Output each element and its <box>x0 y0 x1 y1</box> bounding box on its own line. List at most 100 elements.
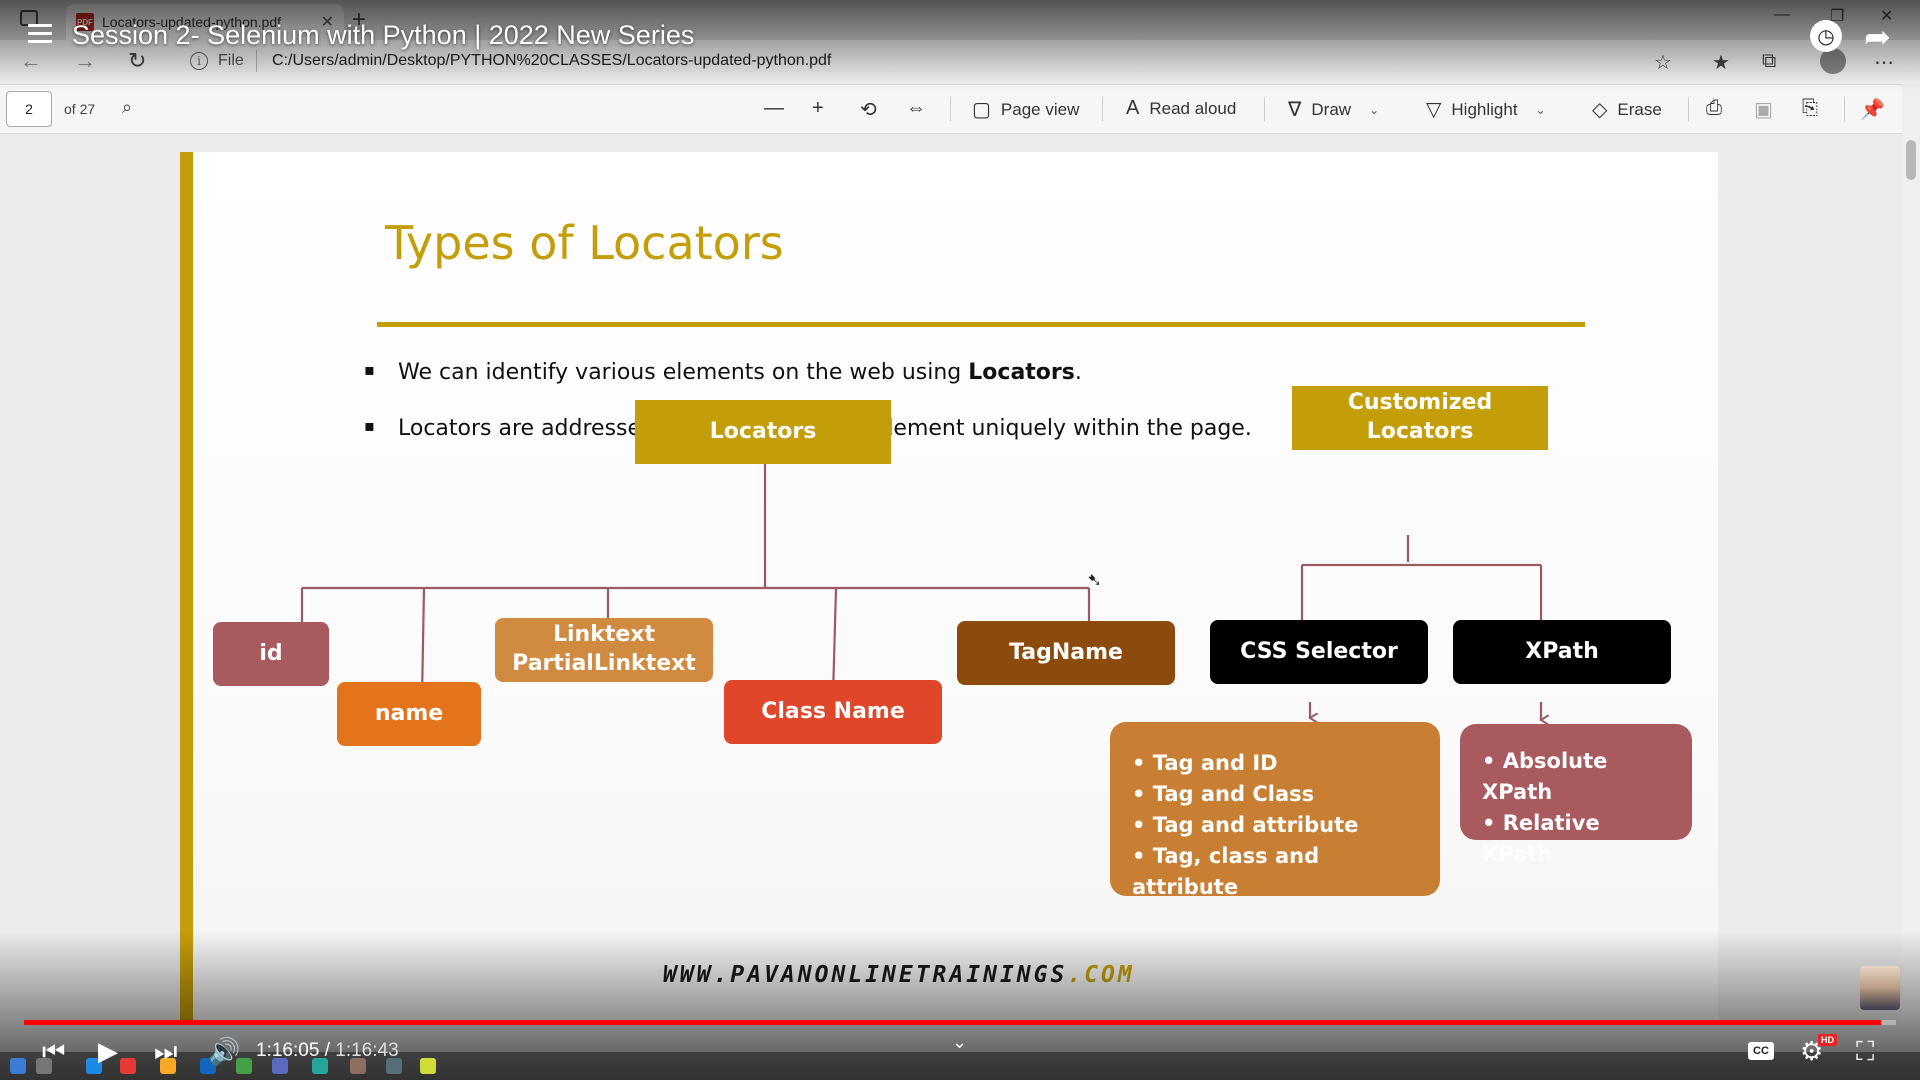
partial-linktext-label: PartialLinktext <box>512 651 696 676</box>
draw-icon: ∇ <box>1288 99 1302 121</box>
page-view-icon: ▢ <box>972 99 991 121</box>
app-icon[interactable] <box>236 1058 252 1074</box>
draw-button[interactable]: ∇ Draw ⌄ <box>1288 97 1379 122</box>
time-separator: / <box>319 1040 336 1061</box>
locators-box: Locators <box>635 400 891 464</box>
zoom-out-button[interactable]: — <box>764 97 784 120</box>
add-favorite-icon[interactable]: ☆ <box>1654 52 1672 74</box>
title-rule <box>377 322 1585 327</box>
rotate-button[interactable]: ⟲ <box>860 97 877 122</box>
current-time: 1:16:05 <box>256 1040 320 1061</box>
play-icon[interactable]: ▶ <box>98 1036 118 1066</box>
footer-brand-suffix: .COM <box>1067 962 1135 988</box>
explorer-app-icon[interactable] <box>160 1058 176 1074</box>
volume-icon[interactable]: 🔊 <box>208 1036 241 1066</box>
diagram-connectors <box>193 462 1731 1022</box>
name-box: name <box>337 682 481 746</box>
read-aloud-icon: A <box>1126 97 1140 119</box>
eraser-icon: ◇ <box>1592 99 1608 121</box>
bullet-text: We can identify various elements on the … <box>398 360 969 385</box>
save-as-icon: ⎘ <box>1802 97 1818 119</box>
zoom-in-button[interactable]: + <box>812 97 824 120</box>
windows-taskbar <box>0 1052 1920 1080</box>
css-list-item: • Tag and Class <box>1132 782 1315 807</box>
bullet-text-end: . <box>1074 360 1082 385</box>
save-button[interactable]: ▣ <box>1754 97 1773 122</box>
minimize-icon[interactable]: — <box>1774 6 1790 23</box>
css-selector-list: • Tag and ID • Tag and Class • Tag and a… <box>1110 722 1440 899</box>
app-icon[interactable] <box>272 1058 288 1074</box>
info-icon[interactable]: i <box>190 52 208 70</box>
video-time: 1:16:05 / 1:16:43 <box>256 1040 399 1062</box>
print-icon: ⎙ <box>1706 97 1722 119</box>
app-icon[interactable] <box>350 1058 366 1074</box>
notepad-app-icon[interactable] <box>420 1058 436 1074</box>
favorites-icon[interactable]: ★ <box>1712 52 1730 74</box>
refresh-icon[interactable]: ↻ <box>128 48 147 73</box>
pycharm-app-icon[interactable] <box>386 1058 402 1074</box>
duration: 1:16:43 <box>335 1040 399 1061</box>
pdf-viewport[interactable]: Types of Locators ▪ We can identify vari… <box>0 134 1920 1024</box>
css-list-item: • Tag and ID <box>1132 751 1278 775</box>
exit-fullscreen-icon[interactable]: ⛶ <box>1856 1036 1875 1066</box>
highlight-button[interactable]: ▽ Highlight ⌄ <box>1426 97 1546 122</box>
video-title[interactable]: Session 2- Selenium with Python | 2022 N… <box>72 20 695 50</box>
video-progress-fill <box>24 1020 1882 1025</box>
page-number-input[interactable]: 2 <box>6 91 52 127</box>
chevron-down-icon[interactable]: ⌄ <box>1535 102 1546 117</box>
search-icon[interactable]: ⌕ <box>122 97 133 117</box>
address-separator <box>256 50 257 72</box>
bullet-item: ▪ We can identify various elements on th… <box>364 360 1082 385</box>
customized-locators-box: Customized Locators <box>1292 386 1548 450</box>
read-aloud-button[interactable]: A Read aloud <box>1126 97 1236 120</box>
share-icon[interactable]: ➦ <box>1864 19 1891 55</box>
watch-later-icon[interactable]: ◷ <box>1810 20 1842 52</box>
url-field[interactable]: C:/Users/admin/Desktop/PYTHON%20CLASSES/… <box>272 52 832 69</box>
css-list-item: • Tag, class and attribute <box>1132 844 1320 900</box>
linktext-box: Linktext PartialLinktext <box>495 618 713 682</box>
fit-width-button[interactable]: ⇔ <box>906 97 926 120</box>
chrome-app-icon[interactable] <box>120 1058 136 1074</box>
erase-button[interactable]: ◇ Erase <box>1592 97 1662 122</box>
start-icon[interactable] <box>10 1058 26 1074</box>
save-as-button[interactable]: ⎘ <box>1802 97 1818 120</box>
highlight-label: Highlight <box>1451 99 1518 119</box>
minus-icon: — <box>764 97 784 119</box>
bullet-marker: ▪ <box>364 360 375 379</box>
xpath-list-item: • Relative XPath <box>1482 811 1600 867</box>
page-total: of 27 <box>64 101 96 117</box>
page-view-button[interactable]: ▢ Page view <box>972 97 1079 122</box>
pdf-toolbar: 2 of 27 ⌕ — + ⟲ ⇔ ▢ Page view A Read alo… <box>0 84 1920 134</box>
pin-toolbar-button[interactable]: 📌 <box>1860 97 1885 122</box>
mouse-cursor-icon: ➷ <box>1087 570 1103 590</box>
slide-title: Types of Locators <box>385 216 784 270</box>
scrollbar-thumb[interactable] <box>1906 140 1916 180</box>
xpath-list-item: • Absolute XPath <box>1482 749 1608 805</box>
linktext-label: Linktext <box>553 622 655 648</box>
captions-button[interactable]: CC <box>1748 1042 1774 1060</box>
previous-icon[interactable]: ⏮ <box>42 1036 66 1066</box>
playlist-menu-icon[interactable] <box>28 24 52 44</box>
vertical-scrollbar[interactable] <box>1902 84 1920 1024</box>
chevron-down-icon[interactable]: ⌄ <box>952 1032 968 1052</box>
toolbar-divider <box>1102 97 1103 121</box>
search-taskbar-icon[interactable] <box>36 1058 52 1074</box>
forward-icon[interactable]: → <box>74 48 96 73</box>
draw-label: Draw <box>1311 99 1352 119</box>
print-button[interactable]: ⎙ <box>1706 97 1722 120</box>
chevron-down-icon[interactable]: ⌄ <box>1369 102 1380 117</box>
page-view-label: Page view <box>1000 99 1080 119</box>
back-icon[interactable]: ← <box>20 48 42 73</box>
toolbar-divider <box>1844 97 1845 121</box>
video-progress-bar[interactable] <box>24 1020 1896 1025</box>
css-list-item: • Tag and attribute <box>1132 813 1359 838</box>
app-icon[interactable] <box>312 1058 328 1074</box>
edge-app-icon[interactable] <box>86 1058 102 1074</box>
settings-icon[interactable]: ⚙ <box>1800 1036 1824 1066</box>
xpath-list: • Absolute XPath • Relative XPath <box>1460 724 1692 866</box>
outlook-app-icon[interactable] <box>200 1058 216 1074</box>
footer-brand-text: WWW.PAVANONLINETRAININGS <box>663 962 1068 988</box>
collections-icon[interactable]: ⧉ <box>1762 50 1777 72</box>
read-aloud-label: Read aloud <box>1149 98 1237 118</box>
next-icon[interactable]: ⏭ <box>154 1036 178 1066</box>
